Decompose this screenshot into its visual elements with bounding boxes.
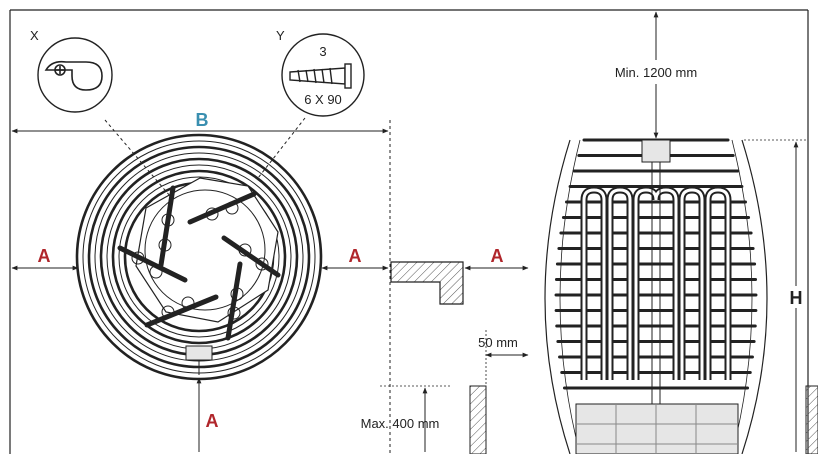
- bench-left: [469, 385, 487, 454]
- label-max-height: Max. 400 mm: [361, 416, 440, 431]
- label-a-bottom: A: [206, 411, 219, 431]
- screw-icon: [289, 63, 352, 89]
- label-min-ceiling: Min. 1200 mm: [615, 65, 697, 80]
- dimension-gap: [485, 330, 529, 385]
- label-gap: 50 mm: [478, 335, 518, 350]
- callout-x: [37, 37, 113, 113]
- callout-leaders: [104, 117, 391, 454]
- heater-top-view: [75, 133, 323, 381]
- label-b: B: [196, 110, 209, 130]
- label-a-middle: A: [491, 246, 504, 266]
- frame: [9, 9, 809, 454]
- heater-ring: [111, 169, 287, 345]
- dimension-max-height: [380, 385, 450, 452]
- label-a-left: A: [38, 246, 51, 266]
- screw-quantity: 3: [319, 44, 326, 59]
- heater-side-view: [544, 138, 768, 454]
- bench-right: [805, 385, 818, 454]
- callout-y: [281, 33, 365, 117]
- pipe-clamp-icon: [44, 60, 103, 91]
- screw-size: 6 X 90: [304, 92, 342, 107]
- label-a-right: A: [349, 246, 362, 266]
- callout-x-letter: X: [30, 28, 39, 43]
- label-h: H: [790, 288, 803, 308]
- wall-section: [390, 261, 464, 305]
- heater-ring: [118, 176, 280, 338]
- callout-y-letter: Y: [276, 28, 285, 43]
